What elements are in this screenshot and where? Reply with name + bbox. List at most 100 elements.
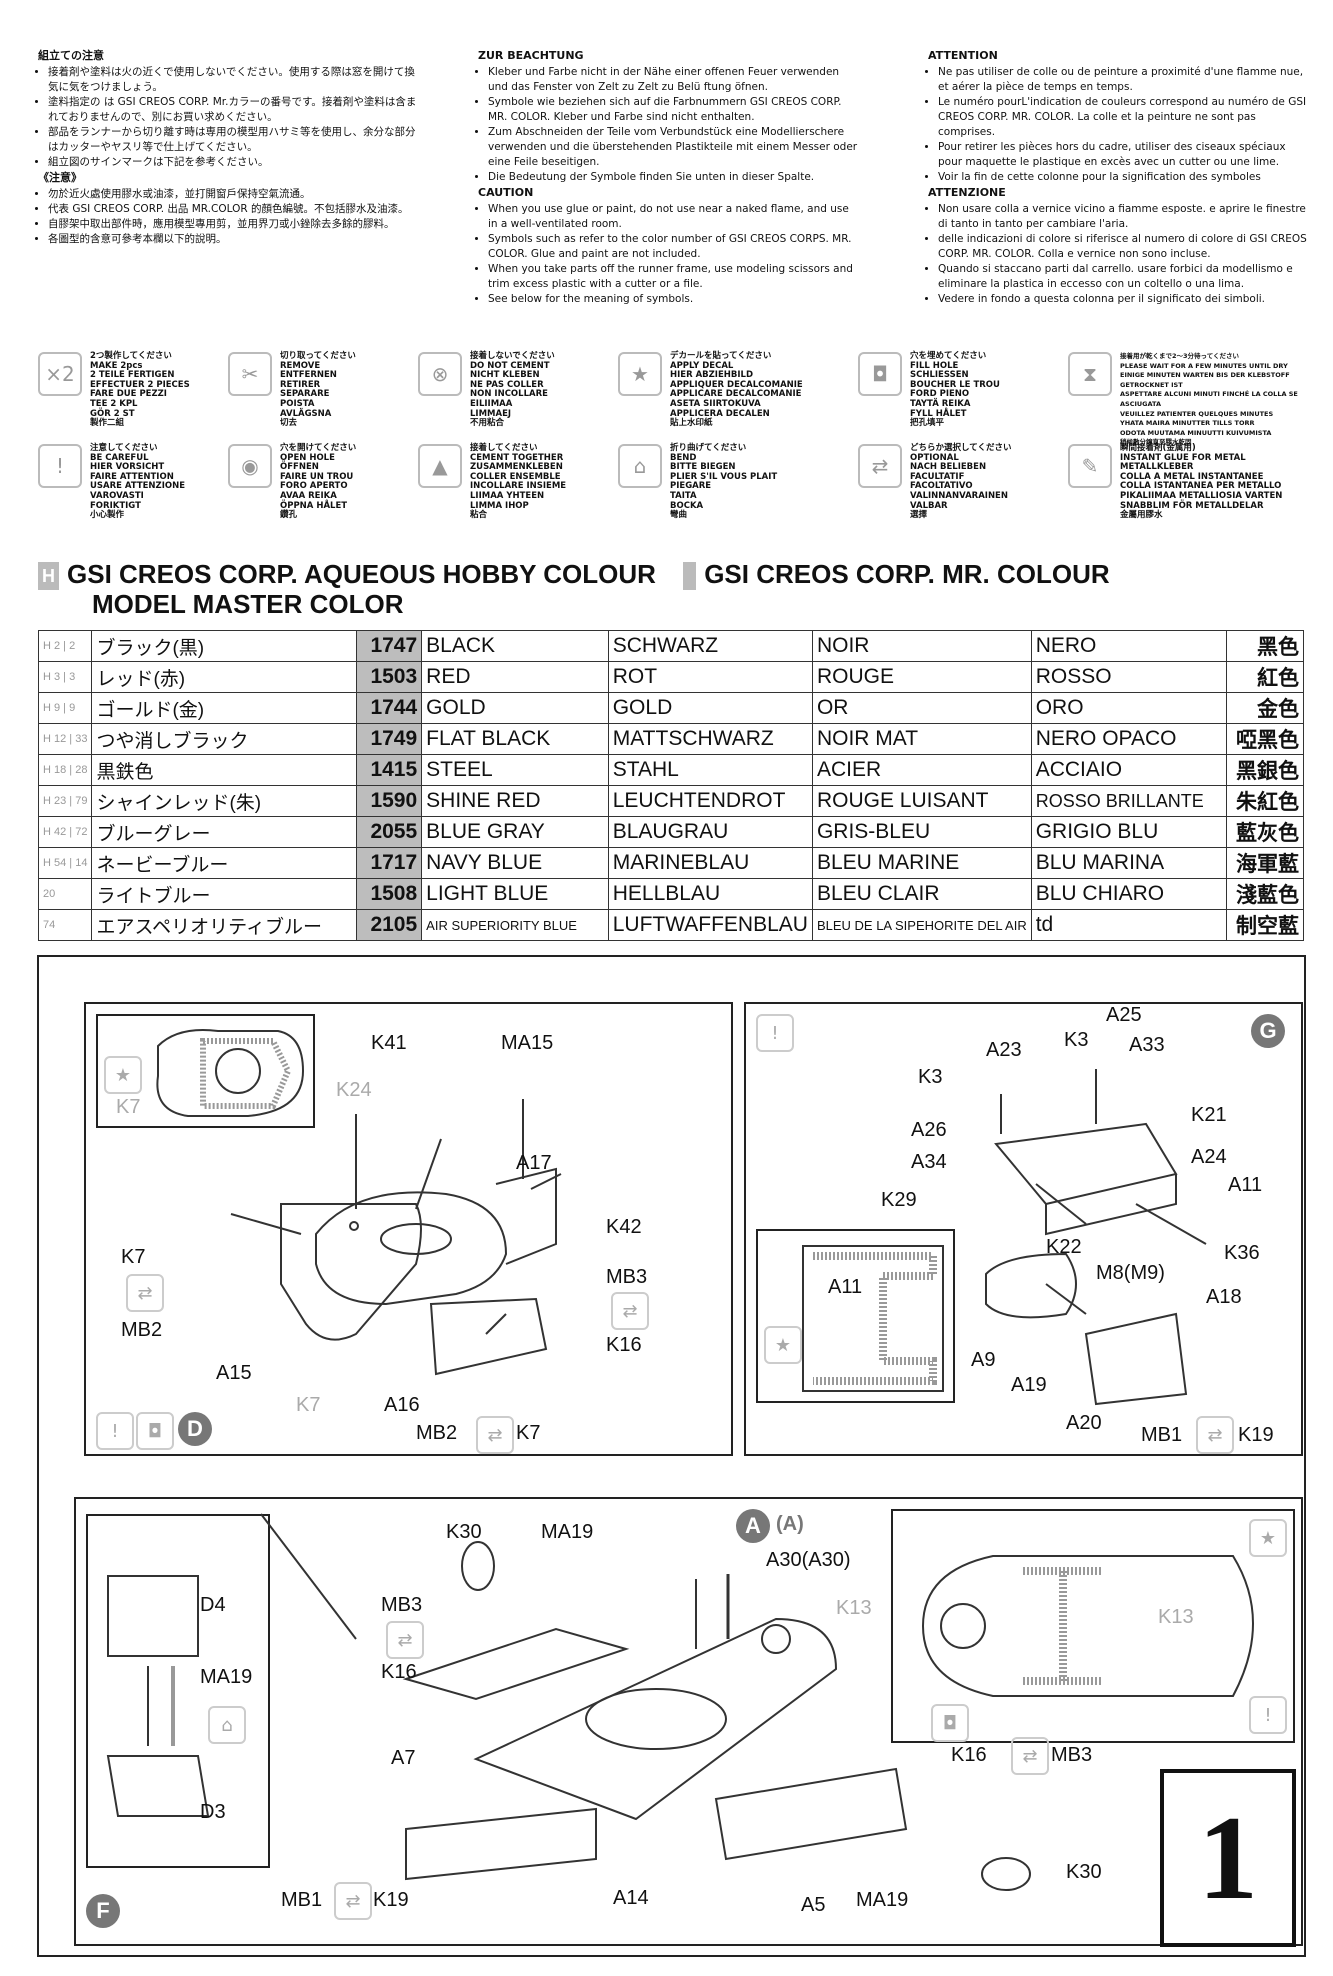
part-label: A33 [1129, 1034, 1165, 1056]
note-item: delle indicazioni di colore si riferisce… [938, 232, 1308, 262]
paint-name-en: LIGHT BLUE [421, 878, 609, 910]
paint-name-it: GRIGIO BLU [1030, 816, 1228, 848]
note-item: Zum Abschneiden der Teile vom Verbundstü… [488, 125, 858, 170]
paint-name-en: RED [421, 661, 609, 693]
paint-name-en: AIR SUPERIORITY BLUE [421, 909, 609, 941]
paint-name-cn: 黑銀色 [1226, 754, 1304, 786]
symbol-no-cement: ⊗接着しないでください DO NOT CEMENT NICHT KLEBEN N… [418, 351, 628, 432]
aqueous-title: GSI CREOS CORP. AQUEOUS HOBBY COLOUR [67, 559, 656, 589]
panel-f-inset-left: D4 MA19 ⌂ D3 [86, 1514, 270, 1868]
decal-icon: ★ [1249, 1519, 1287, 1557]
decal-icon: ★ [764, 1326, 802, 1364]
part-label: M8(M9) [1096, 1262, 1165, 1284]
paint-name-de: LEUCHTENDROT [607, 785, 813, 817]
part-group-a-alt: (A) [776, 1513, 804, 1535]
paint-name-de: HELLBLAU [607, 878, 813, 910]
optional-icon: ⇄ [1196, 1416, 1234, 1454]
part-label: A18 [1206, 1286, 1242, 1308]
paint-name-it: ACCIAIO [1030, 754, 1228, 786]
part-label: MB3 [381, 1594, 423, 1616]
part-label: A24 [1191, 1146, 1227, 1168]
symbol-open-hole: ◉穴を開けてください OPEN HOLE ÖFFNEN FAIRE UN TRO… [228, 443, 438, 524]
paint-model-master-number: 2055 [356, 816, 423, 848]
symbol-text: デカールを貼ってください APPLY DECAL HIER ABZIEHBILD… [670, 351, 803, 429]
paint-model-master-number: 2105 [356, 909, 423, 941]
notes-it-title: ATTENZIONE [928, 186, 1006, 199]
symbol-text: 2つ製作してください MAKE 2pcs 2 TEILE FERTIGEN EF… [90, 351, 190, 429]
fill-hole-icon: ◘ [931, 1704, 969, 1742]
part-label: A15 [216, 1362, 252, 1384]
symbol-apply-decal: ★デカールを貼ってください APPLY DECAL HIER ABZIEHBIL… [618, 351, 828, 432]
note-item: Non usare colla a vernice vicino a fiamm… [938, 202, 1308, 232]
paint-name-jp: シャインレッド(朱) [91, 785, 358, 817]
panel-f-inset-right: ★ K13 ! [891, 1509, 1295, 1743]
paint-model-master-number: 1749 [356, 723, 423, 755]
paint-name-en: SHINE RED [421, 785, 609, 817]
note-item: Die Bedeutung der Symbole finden Sie unt… [488, 170, 858, 185]
symbol-text: 接着してください CEMENT TOGETHER ZUSAMMENKLEBEN … [470, 443, 567, 521]
panel-f-sketch [260, 1513, 1031, 1891]
optional-icon: ⇄ [858, 444, 902, 488]
fill-hole-icon: ◘ [136, 1412, 174, 1450]
paint-code: 20 [37, 878, 93, 910]
paint-name-de: BLAUGRAU [607, 816, 813, 848]
paint-model-master-number: 1503 [356, 661, 423, 693]
model-master-title: MODEL MASTER COLOR [92, 589, 404, 620]
paint-name-fr: BLEU MARINE [811, 847, 1032, 879]
notes-de-title: ZUR BEACHTUNG [478, 49, 584, 62]
part-label: K41 [371, 1032, 407, 1054]
note-item: Kleber und Farbe nicht in der Nähe einer… [488, 65, 858, 95]
paint-name-cn: 海軍藍 [1226, 847, 1304, 879]
part-label: A14 [613, 1887, 649, 1909]
careful-icon: ! [38, 444, 82, 488]
part-label: K24 [336, 1079, 372, 1101]
paint-name-cn: 藍灰色 [1226, 816, 1304, 848]
note-item: 組立図のサインマークは下記を参考ください。 [48, 155, 418, 170]
sub-step-f-badge: F [86, 1894, 120, 1928]
part-label: D4 [200, 1594, 226, 1616]
assembly-diagram: ★ K7 K41 MA15 K24 A17 K42 K7 [37, 955, 1306, 1957]
paint-name-de: MATTSCHWARZ [607, 723, 813, 755]
notes-french-italian: ATTENTION Ne pas utiliser de colle ou de… [928, 48, 1308, 307]
part-label: A23 [986, 1039, 1022, 1061]
note-item: Ne pas utiliser de colle ou de peinture … [938, 65, 1308, 95]
paint-code: H 12 | 33 [37, 723, 93, 755]
part-label: MB3 [606, 1266, 648, 1288]
mr-colour-badge [683, 562, 697, 591]
part-label: MB2 [121, 1319, 163, 1341]
paint-model-master-number: 1415 [356, 754, 423, 786]
cement-icon: ▲ [418, 444, 462, 488]
symbol-text: どちらか選択してください OPTIONAL NACH BELIEBEN FACU… [910, 443, 1012, 521]
paint-name-it: ORO [1030, 692, 1228, 724]
paint-name-en: NAVY BLUE [421, 847, 609, 879]
part-label: K7 [296, 1394, 321, 1416]
seat-top-view-sketch [156, 1029, 305, 1117]
symbol-text: 接着用が乾くまで2〜3分待ってください PLEASE WAIT FOR A FE… [1120, 352, 1298, 447]
paint-name-cn: 啞黑色 [1226, 723, 1304, 755]
paint-code: H 42 | 72 [37, 816, 93, 848]
deck-top-view-sketch [921, 1555, 1254, 1697]
part-label: MA15 [501, 1032, 554, 1054]
part-label: MB3 [1051, 1744, 1093, 1766]
note-item: 勿於近火處使用膠水或油漆，並打開窗戶保持空氣流通。 [48, 187, 418, 202]
part-label: A19 [1011, 1374, 1047, 1396]
notes-cn-title: 《注意》 [38, 171, 82, 184]
mr-colour-title: GSI CREOS CORP. MR. COLOUR [704, 559, 1110, 589]
paint-name-en: BLACK [421, 630, 609, 662]
optional-icon: ⇄ [334, 1882, 372, 1920]
paint-name-it: td [1030, 909, 1228, 941]
paint-name-fr: OR [811, 692, 1032, 724]
sub-step-g-badge: G [1251, 1014, 1285, 1048]
part-label: MB1 [1141, 1424, 1183, 1446]
part-label: MB1 [281, 1889, 323, 1911]
paint-name-fr: NOIR MAT [811, 723, 1032, 755]
part-label: A9 [971, 1349, 996, 1371]
paint-name-it: NERO [1030, 630, 1228, 662]
paint-name-it: BLU MARINA [1030, 847, 1228, 879]
open-hole-icon: ◉ [228, 444, 272, 488]
